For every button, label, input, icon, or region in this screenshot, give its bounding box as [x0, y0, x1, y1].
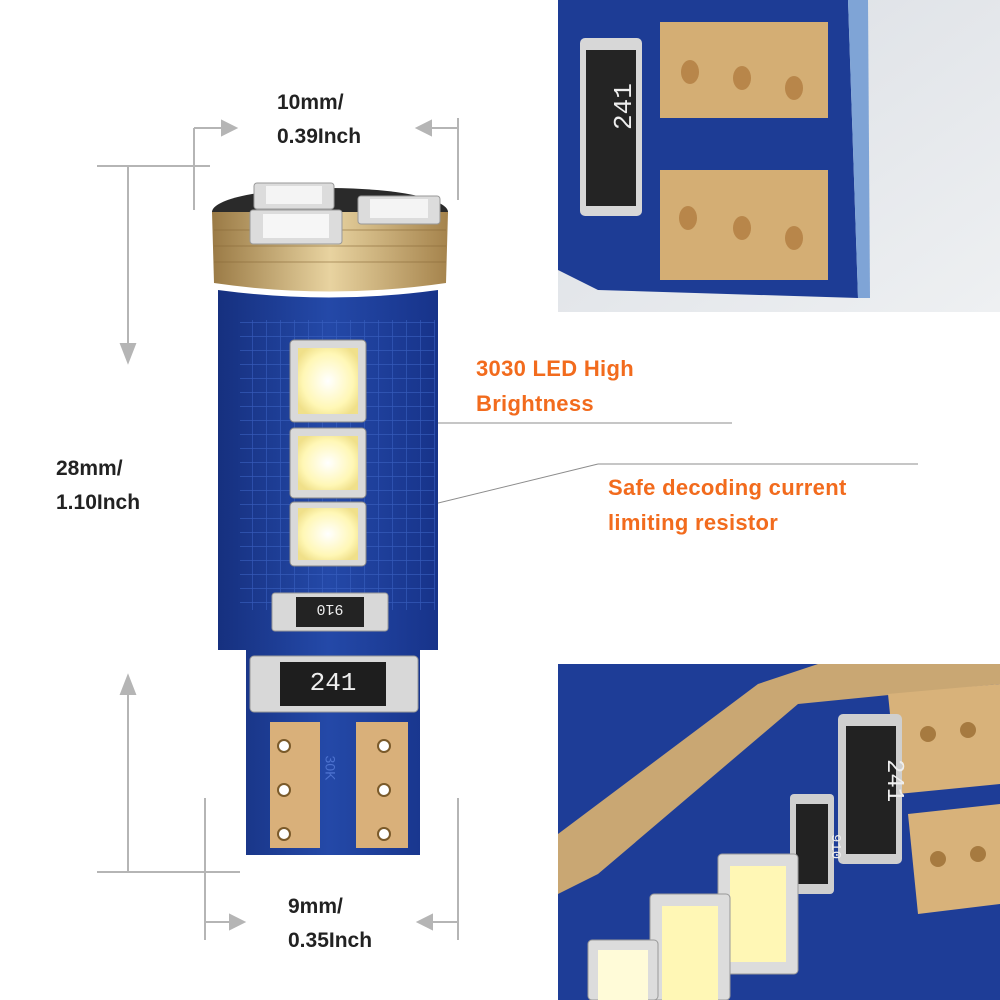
resistor-label-large: 241 [309, 668, 357, 698]
led-callout-line2: Brightness [476, 391, 594, 416]
top-width-inch: 0.39Inch [277, 125, 362, 148]
resistor-label-small: 910 [316, 600, 344, 617]
height-label: 28mm/ 1.10Inch [56, 452, 140, 520]
bottom-width-label: 9mm/ 0.35Inch [288, 890, 372, 958]
led-callout: 3030 LED High Brightness [476, 351, 634, 421]
resistor-callout-line2: limiting resistor [608, 510, 779, 535]
led-stack [289, 339, 367, 567]
svg-text:910: 910 [827, 834, 843, 859]
bottom-width-inch: 0.35Inch [288, 929, 373, 952]
led-callout-line1: 3030 LED High [476, 356, 634, 381]
closeup-photo-bottom: 241 910 [558, 664, 1000, 1000]
height-inch: 1.10Inch [56, 491, 141, 514]
svg-text:241: 241 [609, 83, 639, 130]
resistor-callout-line1: Safe decoding current [608, 475, 847, 500]
top-width-mm: 10mm/ [277, 91, 344, 114]
bottom-width-mm: 9mm/ [288, 895, 343, 918]
top-width-label: 10mm/ 0.39Inch [277, 86, 361, 154]
svg-text:241: 241 [880, 759, 907, 802]
closeup-photo-top: 241 [558, 0, 1000, 312]
top-led-chips [249, 182, 441, 245]
resistor-callout: Safe decoding current limiting resistor [608, 470, 847, 540]
board-mark: 30K [322, 755, 339, 781]
height-mm: 28mm/ [56, 457, 123, 480]
